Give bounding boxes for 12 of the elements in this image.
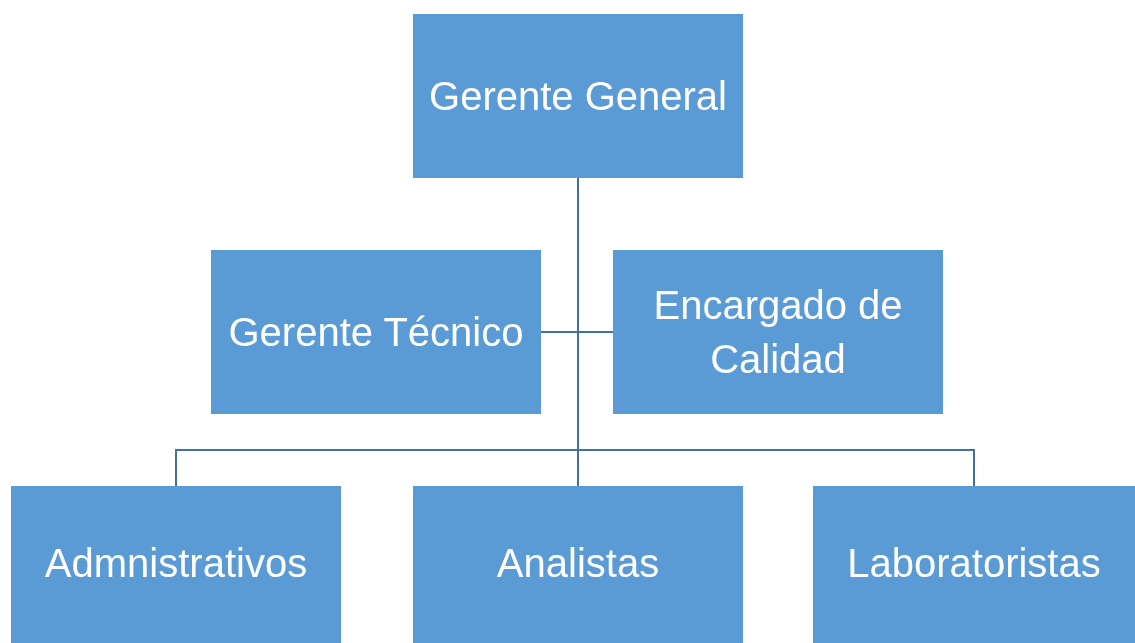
box-label: Laboratoristas xyxy=(847,540,1101,587)
org-box xyxy=(813,486,1135,643)
box-label: Analistas xyxy=(496,540,660,587)
box-label: Gerente General xyxy=(429,73,727,120)
org-box xyxy=(413,486,743,643)
org-box xyxy=(211,250,541,414)
box-label: Admnistrativos xyxy=(44,540,308,587)
org-box xyxy=(413,14,743,178)
org-box xyxy=(11,486,341,643)
box-label: Encargado de Calidad xyxy=(652,282,904,383)
box-label: Gerente Técnico xyxy=(228,309,524,356)
org-box xyxy=(613,250,943,414)
